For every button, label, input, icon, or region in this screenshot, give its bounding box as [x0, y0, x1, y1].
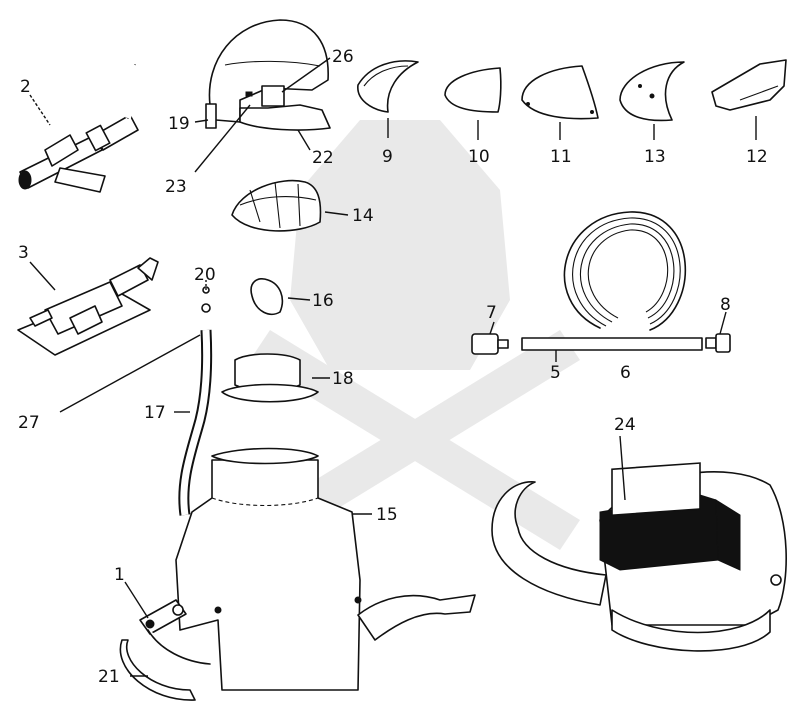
label-9: 9: [382, 147, 393, 167]
callout-labels: 2 3 19 23 26 22 9 10 11 13 12 14 20 16 7…: [18, 47, 768, 687]
helmet-assembly: [205, 19, 331, 131]
label-1: 1: [114, 565, 125, 585]
part-5-hose-section: [521, 337, 703, 351]
part-21-belt: [119, 629, 211, 701]
part-1-regulator: [139, 599, 187, 635]
label-18: 18: [332, 369, 354, 389]
label-17: 17: [144, 403, 166, 423]
watermark: [250, 120, 580, 550]
part-17-air-tube: [178, 329, 213, 516]
part-16-clip: [250, 278, 284, 316]
part-10-lens: [444, 67, 502, 113]
part-20-nut: [201, 286, 211, 313]
part-8-fitting: [705, 333, 731, 353]
leader-lines: [29, 57, 757, 677]
label-26: 26: [332, 47, 354, 67]
part-24-hood: [491, 462, 787, 652]
label-21: 21: [98, 667, 120, 687]
label-16: 16: [312, 291, 334, 311]
part-18-collar: [221, 353, 319, 403]
part-6-coiled-hose: [563, 211, 687, 331]
label-6: 6: [620, 363, 631, 383]
part-15-cape: [175, 447, 476, 691]
part-11-lens: [521, 65, 599, 120]
label-20: 20: [194, 265, 216, 285]
part-3-valve-plate: [17, 257, 159, 356]
label-15: 15: [376, 505, 398, 525]
label-3: 3: [18, 243, 29, 263]
part-12-bib: [711, 59, 787, 111]
label-19: 19: [168, 114, 190, 134]
label-23: 23: [165, 177, 187, 197]
label-24: 24: [614, 415, 636, 435]
part-9-lens-gasket: [357, 60, 419, 113]
part-13-face-seal: [619, 61, 685, 122]
label-11: 11: [550, 147, 572, 167]
label-13: 13: [644, 147, 666, 167]
label-14: 14: [352, 206, 374, 226]
label-7: 7: [486, 303, 497, 323]
label-8: 8: [720, 295, 731, 315]
label-10: 10: [468, 147, 490, 167]
label-27: 27: [18, 413, 40, 433]
label-2: 2: [20, 77, 31, 97]
part-14-suspension: [231, 179, 322, 232]
label-12: 12: [746, 147, 768, 167]
label-22: 22: [312, 148, 334, 168]
label-5: 5: [550, 363, 561, 383]
part-7-fitting: [471, 333, 509, 355]
part-2-regulator-valve: [18, 64, 139, 193]
